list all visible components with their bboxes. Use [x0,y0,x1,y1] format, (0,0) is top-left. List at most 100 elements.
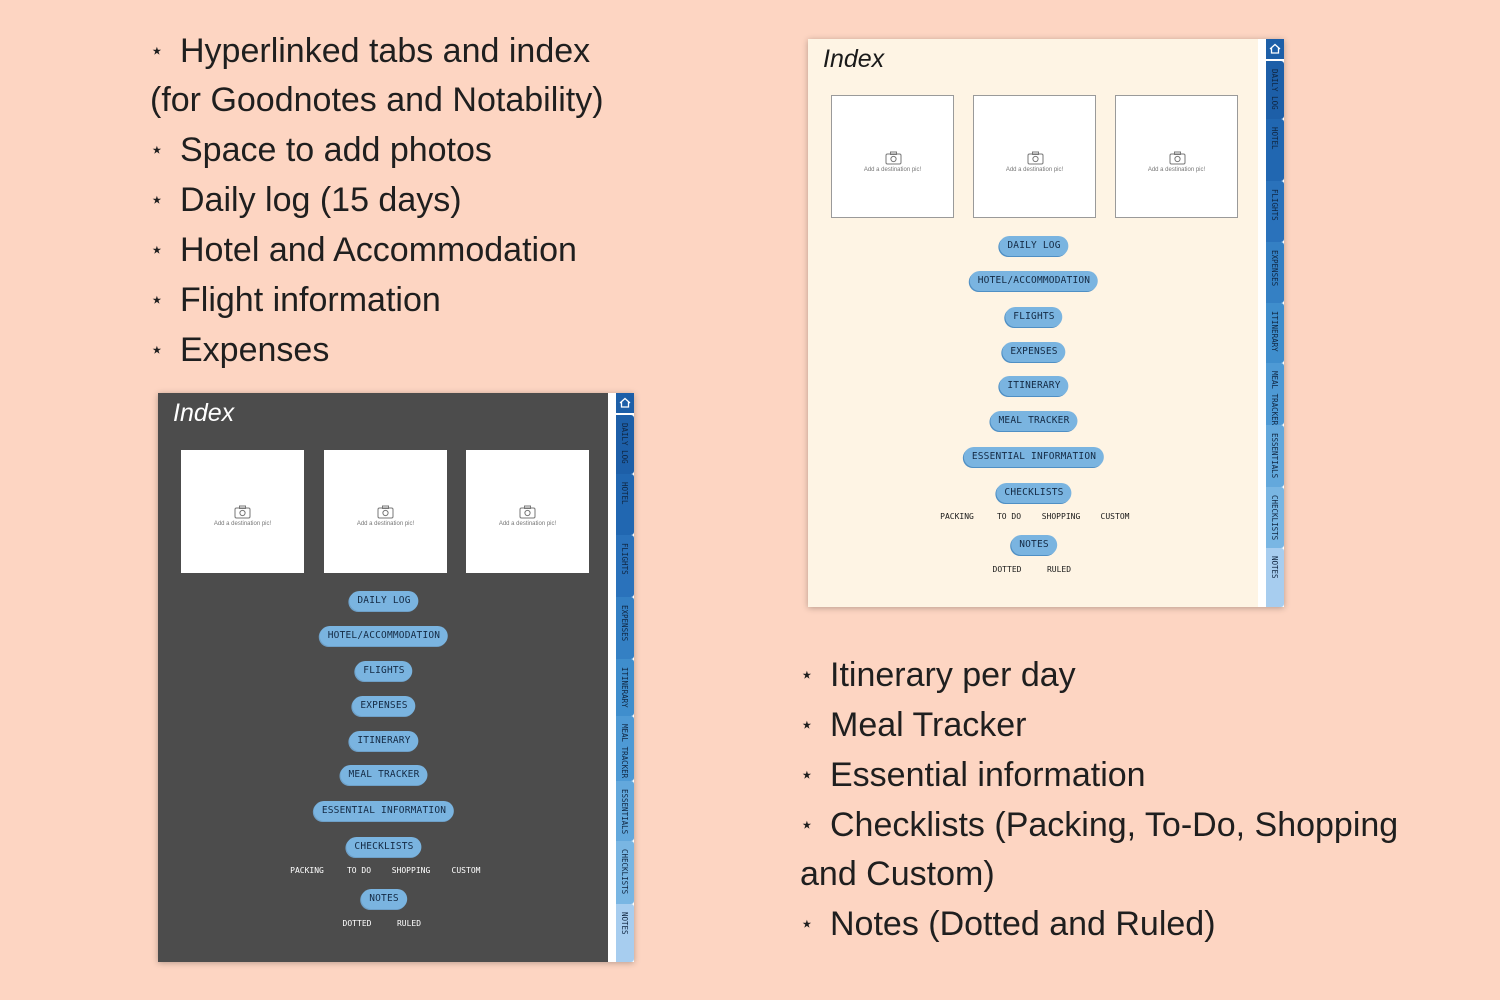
feature-text: (for Goodnotes and Notability) [150,81,604,119]
menu-expenses[interactable]: EXPENSES [352,696,416,716]
side-tab-expenses[interactable]: EXPENSES [1266,242,1284,303]
link-to-do[interactable]: TO DO [346,866,372,875]
feature-item: ⋆Flight information [150,275,710,325]
side-tab-notes[interactable]: NOTES [616,904,634,962]
link-custom[interactable]: CUSTOM [1100,512,1130,521]
feature-text: Meal Tracker [830,706,1027,744]
photo-placeholder[interactable]: Add a destination pic! [1115,95,1238,218]
camera-icon [377,505,394,519]
side-tab-label: EXPENSES [620,605,629,642]
index-page: Index Add a destination pic! Add a desti… [158,393,608,962]
photo-caption: Add a destination pic! [356,521,415,527]
side-tab-meal-tracker[interactable]: MEAL TRACKER [616,716,634,781]
side-tab-label: FLIGHTS [1270,189,1279,221]
link-packing[interactable]: PACKING [940,512,974,521]
feature-item: ⋆Checklists (Packing, To-Do, Shopping [800,800,1440,850]
link-to-do[interactable]: TO DO [996,512,1022,521]
side-tab-flights[interactable]: FLIGHTS [616,535,634,597]
side-tab-essentials[interactable]: ESSENTIALS [616,781,634,841]
photo-placeholder[interactable]: Add a destination pic! [324,450,447,573]
side-tab-notes[interactable]: NOTES [1266,548,1284,607]
side-tab-flights[interactable]: FLIGHTS [1266,181,1284,242]
menu-notes[interactable]: NOTES [361,889,407,909]
star-icon: ⋆ [800,812,814,837]
feature-text: Hyperlinked tabs and index [180,32,591,70]
link-ruled[interactable]: RULED [396,919,422,928]
menu-meal-tracker[interactable]: MEAL TRACKER [990,411,1078,431]
menu-itinerary[interactable]: ITINERARY [349,731,419,751]
menu-checklists[interactable]: CHECKLISTS [346,837,422,857]
index-page: Index Add a destination pic! Add a desti… [808,39,1258,607]
side-tab-label: NOTES [1270,556,1279,579]
feature-item: ⋆Hyperlinked tabs and index [150,26,710,76]
side-tab-hotel[interactable]: HOTEL [1266,119,1284,181]
side-tab-label: ITINERARY [620,667,629,708]
photo-placeholder[interactable]: Add a destination pic! [181,450,304,573]
feature-item: ⋆Notes (Dotted and Ruled) [800,899,1440,949]
menu-hotel[interactable]: HOTEL/ACCOMMODATION [319,626,449,646]
side-tab-label: HOTEL [1270,127,1279,150]
index-title: Index [823,45,885,73]
side-tab-label: DAILY LOG [1270,69,1279,110]
side-tab-hotel[interactable]: HOTEL [616,474,634,535]
link-dotted[interactable]: DOTTED [992,565,1022,574]
feature-item: ⋆Essential information [800,750,1440,800]
link-packing[interactable]: PACKING [290,866,324,875]
menu-meal-tracker[interactable]: MEAL TRACKER [340,765,428,785]
menu-essential-information[interactable]: ESSENTIAL INFORMATION [963,447,1105,467]
menu-hotel[interactable]: HOTEL/ACCOMMODATION [969,271,1099,291]
feature-text: Flight information [180,281,441,319]
side-tab-strip: DAILY LOG HOTEL FLIGHTS EXPENSES ITINERA… [608,393,634,962]
side-tab-checklists[interactable]: CHECKLISTS [616,841,634,904]
menu-itinerary[interactable]: ITINERARY [999,376,1069,396]
photo-placeholder[interactable]: Add a destination pic! [831,95,954,218]
side-tab-label: HOTEL [620,482,629,505]
photo-caption: Add a destination pic! [863,167,922,173]
link-dotted[interactable]: DOTTED [342,919,372,928]
feature-item: ⋆Hotel and Accommodation [150,225,710,275]
index-title: Index [173,399,235,427]
side-tab-strip: DAILY LOG HOTEL FLIGHTS EXPENSES ITINERA… [1258,39,1284,607]
link-shopping[interactable]: SHOPPING [391,866,431,875]
side-tab-label: MEAL TRACKER [620,724,629,779]
feature-text: Space to add photos [180,131,492,169]
feature-text: Expenses [180,331,330,369]
side-tab-daily-log[interactable]: DAILY LOG [1266,61,1284,119]
feature-text: Hotel and Accommodation [180,231,577,269]
link-custom[interactable]: CUSTOM [451,866,481,875]
feature-list-top: ⋆Hyperlinked tabs and index (for Goodnot… [150,26,710,375]
side-tab-essentials[interactable]: ESSENTIALS [1266,425,1284,487]
side-tab-checklists[interactable]: CHECKLISTS [1266,487,1284,548]
feature-text: Notes (Dotted and Ruled) [830,905,1216,943]
side-tab-label: MEAL TRACKER [1270,371,1279,426]
feature-text: Daily log (15 days) [180,181,462,219]
home-tab[interactable] [1266,39,1284,59]
menu-flights[interactable]: FLIGHTS [1005,307,1063,327]
home-tab[interactable] [616,393,634,413]
home-icon [1269,43,1281,54]
star-icon: ⋆ [150,187,164,212]
link-ruled[interactable]: RULED [1046,565,1072,574]
link-shopping[interactable]: SHOPPING [1041,512,1081,521]
photo-placeholder[interactable]: Add a destination pic! [973,95,1096,218]
side-tab-label: FLIGHTS [620,543,629,575]
side-tab-daily-log[interactable]: DAILY LOG [616,415,634,474]
menu-daily-log[interactable]: DAILY LOG [999,236,1069,256]
side-tab-label: ITINERARY [1270,311,1279,352]
menu-essential-information[interactable]: ESSENTIAL INFORMATION [313,801,455,821]
planner-dark-preview: Index Add a destination pic! Add a desti… [158,393,634,962]
home-icon [619,397,631,408]
side-tab-itinerary[interactable]: ITINERARY [616,659,634,716]
menu-expenses[interactable]: EXPENSES [1002,342,1066,362]
photo-placeholder[interactable]: Add a destination pic! [466,450,589,573]
feature-text: Itinerary per day [830,656,1076,694]
photo-caption: Add a destination pic! [1005,167,1064,173]
camera-icon [1169,151,1186,165]
menu-daily-log[interactable]: DAILY LOG [349,591,419,611]
side-tab-expenses[interactable]: EXPENSES [616,597,634,659]
side-tab-meal-tracker[interactable]: MEAL TRACKER [1266,363,1284,425]
menu-notes[interactable]: NOTES [1011,535,1057,555]
menu-flights[interactable]: FLIGHTS [355,661,413,681]
side-tab-itinerary[interactable]: ITINERARY [1266,303,1284,363]
menu-checklists[interactable]: CHECKLISTS [996,483,1072,503]
